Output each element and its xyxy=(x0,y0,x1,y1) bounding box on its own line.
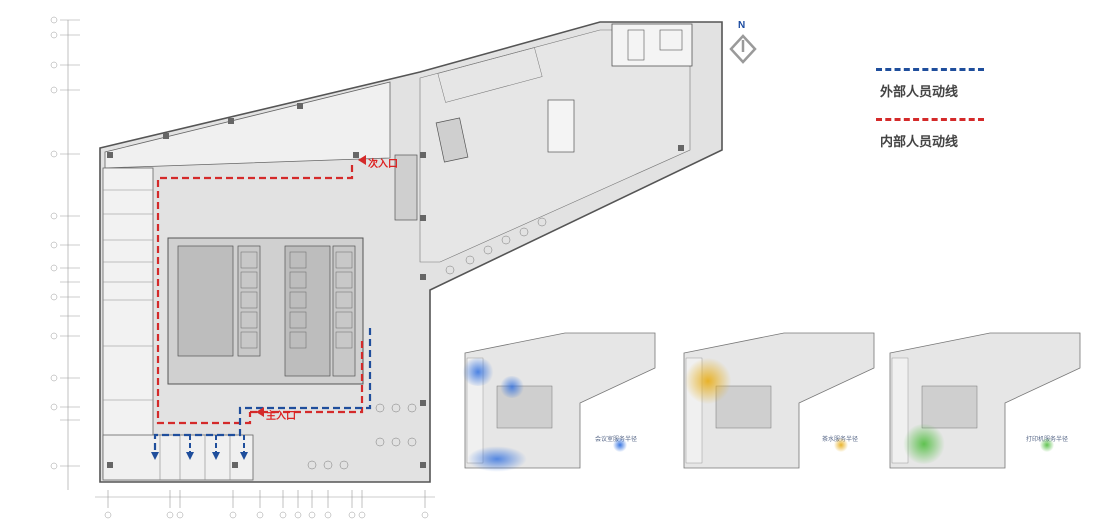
bottom-grid-axis xyxy=(95,490,435,508)
left-grid-axis xyxy=(60,19,80,490)
heatmap-meeting-rooms: 会议室服务半径 xyxy=(454,328,665,478)
atrium-tables xyxy=(437,47,547,275)
escalator xyxy=(394,154,418,221)
heat-spot xyxy=(467,446,527,472)
compass-icon xyxy=(729,34,757,64)
secondary-entrance-label: 次入口 xyxy=(368,159,398,170)
heat-spot xyxy=(461,358,495,386)
north-letter: N xyxy=(738,20,746,31)
north-compass: N xyxy=(728,20,758,66)
secondary-entrance-arrow xyxy=(358,155,366,165)
legend-dot xyxy=(1040,438,1054,452)
main-entrance-label: 主入口 xyxy=(266,411,296,422)
legend-dot xyxy=(613,438,627,452)
north-core xyxy=(611,23,693,67)
legend-external-label: 外部人员动线 xyxy=(880,84,959,99)
north-office-strip xyxy=(104,81,391,169)
structural-columns xyxy=(107,103,684,468)
heat-spot xyxy=(499,376,525,398)
south-rooms xyxy=(102,434,254,481)
internal-route xyxy=(156,165,354,425)
lounge-tables xyxy=(307,403,417,470)
legend-external: 外部人员动线 xyxy=(876,64,996,104)
legend-internal: 内部人员动线 xyxy=(876,114,996,154)
main-entrance-arrow xyxy=(256,407,264,417)
heatmap-printer: 打印机服务半径 xyxy=(880,328,1090,478)
legend-internal-label: 内部人员动线 xyxy=(880,134,959,149)
legend-external-line xyxy=(876,68,984,71)
legend-dot xyxy=(834,438,848,452)
external-route xyxy=(153,328,372,455)
heatmap-pantry: 茶水服务半径 xyxy=(674,328,884,478)
heat-spot xyxy=(684,358,732,404)
legend-internal-line xyxy=(876,118,984,121)
west-offices xyxy=(102,167,154,479)
heat-spot xyxy=(902,424,946,464)
